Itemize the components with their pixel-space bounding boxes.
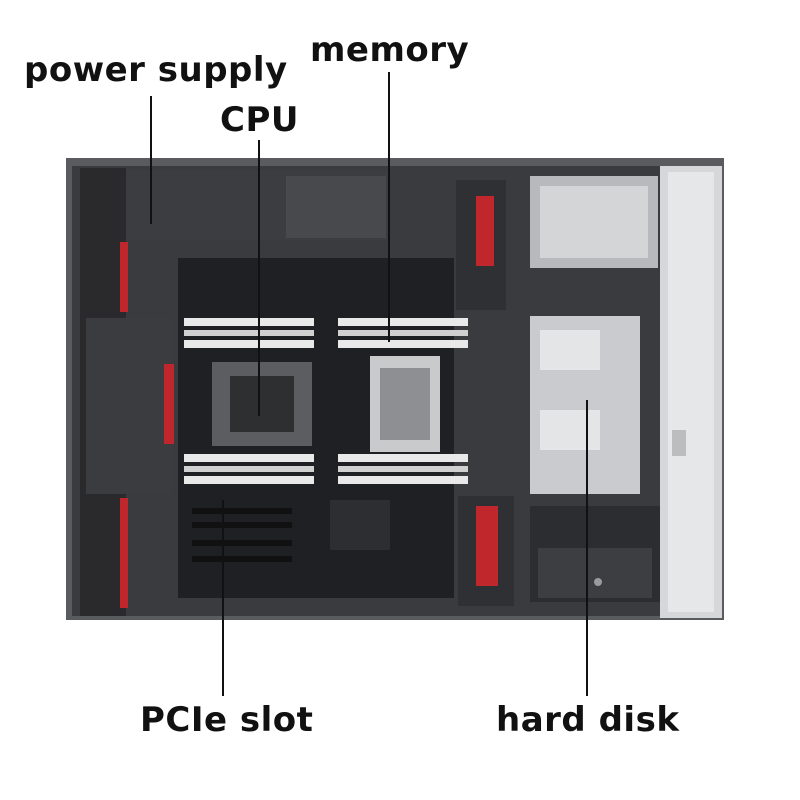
psu-panel — [286, 176, 386, 238]
pcie-slots — [192, 508, 292, 562]
red-accent-1 — [120, 242, 128, 312]
side-panel-inner — [668, 172, 714, 612]
drive-diagram-2 — [540, 410, 600, 450]
leader-power-supply — [150, 96, 152, 224]
drive-cage-top-inner — [540, 186, 648, 258]
leader-memory — [388, 72, 390, 342]
upper-memory-slots — [184, 318, 468, 348]
drive-diagram-1 — [540, 330, 600, 370]
cpu-socket-inner — [230, 376, 294, 432]
tray-screw — [594, 578, 602, 586]
panel-latch — [672, 430, 686, 456]
hard-disk-unit — [538, 548, 652, 598]
leader-cpu — [258, 140, 260, 416]
leader-hard-disk — [586, 400, 588, 696]
heatsink-fins — [380, 368, 430, 440]
label-cpu: CPU — [220, 100, 299, 140]
red-accent-5 — [476, 506, 498, 586]
label-memory: memory — [310, 30, 470, 70]
lower-memory-slots — [184, 454, 468, 484]
chipset-heatsink — [330, 500, 390, 550]
fan-duct — [86, 318, 172, 494]
red-accent-4 — [476, 196, 494, 266]
label-hard-disk: hard disk — [496, 700, 680, 740]
red-accent-3 — [164, 364, 174, 444]
label-pcie-slot: PCIe slot — [140, 700, 314, 740]
leader-pcie-slot — [222, 500, 224, 696]
label-power-supply: power supply — [24, 50, 288, 90]
red-accent-2 — [120, 498, 128, 608]
